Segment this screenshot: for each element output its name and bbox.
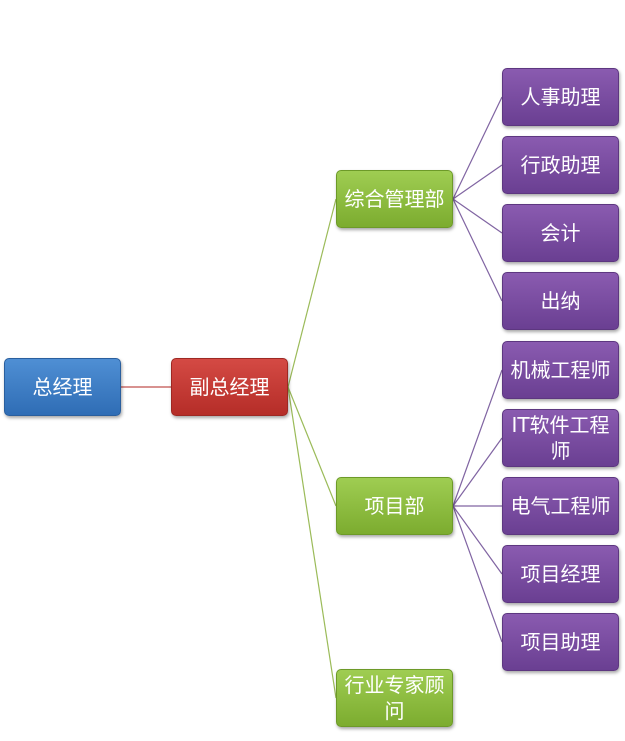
connector-vp-project [287,386,337,507]
connector-admin-hr [452,96,503,200]
node-admin-dept: 综合管理部 [336,170,453,228]
node-industry-advisor: 行业专家顾问 [336,669,453,727]
node-accountant-label: 会计 [540,221,581,245]
node-mech-engineer: 机械工程师 [502,341,619,399]
node-cashier: 出纳 [502,272,619,330]
node-project-assistant-label: 项目助理 [520,630,601,654]
connector-admin-accountant [452,198,503,234]
node-admin-assistant: 行政助理 [502,136,619,194]
node-elec-engineer-label: 电气工程师 [510,494,611,518]
node-admin-dept-label: 综合管理部 [344,187,445,211]
node-project-manager: 项目经理 [502,545,619,603]
node-project-dept-label: 项目部 [364,494,425,518]
node-ceo-label: 总经理 [32,375,93,399]
node-accountant: 会计 [502,204,619,262]
node-project-dept: 项目部 [336,477,453,535]
node-vice-president-label: 副总经理 [189,375,270,399]
node-vice-president: 副总经理 [171,358,288,416]
node-elec-engineer: 电气工程师 [502,477,619,535]
connector-vp-admin [287,198,337,388]
node-hr-assistant-label: 人事助理 [520,85,601,109]
node-project-assistant: 项目助理 [502,613,619,671]
connector-vp-advisor [287,386,337,699]
node-mech-engineer-label: 机械工程师 [510,358,611,382]
node-industry-advisor-label: 行业专家顾问 [344,673,445,723]
connector-admin-cashier [452,198,503,302]
node-it-engineer-label: IT软件工程师 [511,413,610,463]
connector-project-pa [452,505,503,643]
node-hr-assistant: 人事助理 [502,68,619,126]
node-admin-assistant-label: 行政助理 [520,153,601,177]
connector-project-pm [452,505,503,575]
node-it-engineer: IT软件工程师 [502,409,619,467]
connector-project-mech [452,369,503,507]
node-project-manager-label: 项目经理 [520,562,601,586]
node-ceo: 总经理 [4,358,121,416]
node-cashier-label: 出纳 [540,289,581,313]
connector-project-it [452,437,503,507]
connector-admin-admin [452,164,503,200]
